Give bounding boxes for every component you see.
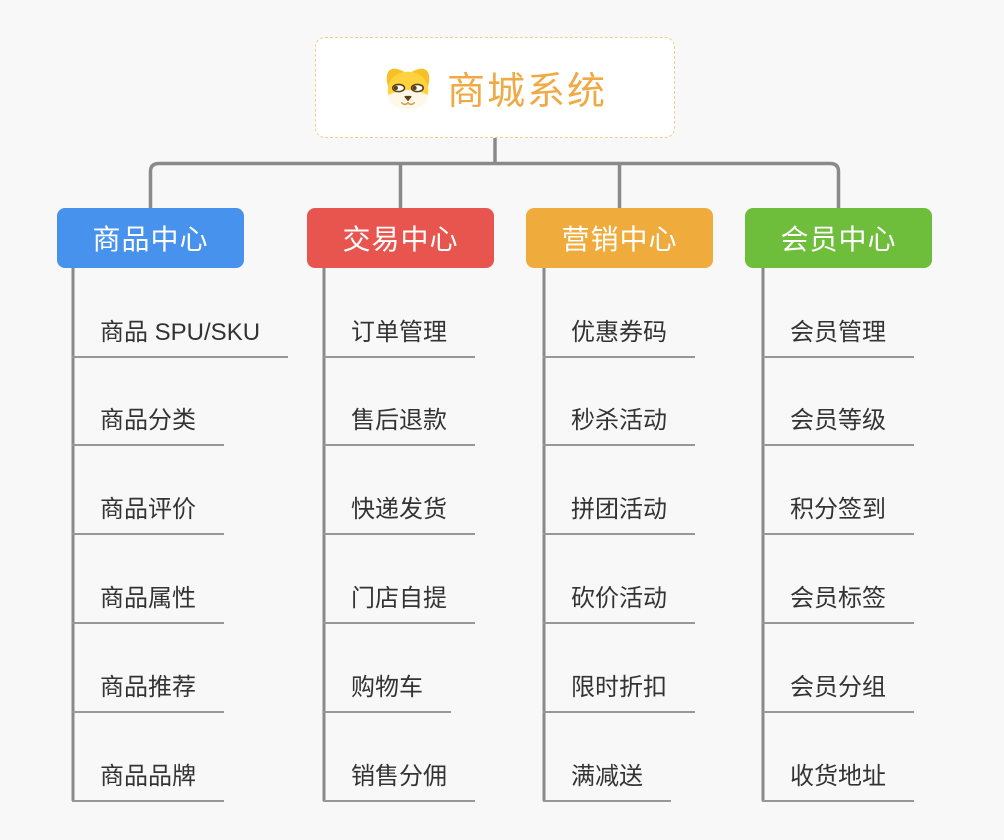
child-node[interactable]: 商品属性 <box>72 584 224 625</box>
child-node[interactable]: 积分签到 <box>762 495 914 536</box>
child-node[interactable]: 秒杀活动 <box>543 406 695 447</box>
child-node[interactable]: 售后退款 <box>323 406 475 447</box>
shiba-dog-icon <box>386 68 430 109</box>
child-node[interactable]: 拼团活动 <box>543 495 695 536</box>
child-node[interactable]: 商品分类 <box>72 406 224 447</box>
child-node[interactable]: 收货地址 <box>762 762 914 802</box>
child-node[interactable]: 商品推荐 <box>72 673 224 714</box>
child-node[interactable]: 购物车 <box>323 673 451 714</box>
branch-node[interactable]: 会员中心 <box>745 208 932 268</box>
child-node[interactable]: 快递发货 <box>323 495 475 536</box>
root-node[interactable]: 商城系统 <box>315 37 675 138</box>
child-node[interactable]: 销售分佣 <box>323 762 475 802</box>
child-node[interactable]: 商品评价 <box>72 495 224 536</box>
branch-node[interactable]: 营销中心 <box>526 208 713 268</box>
child-node[interactable]: 砍价活动 <box>543 584 695 625</box>
child-node[interactable]: 会员等级 <box>762 406 914 447</box>
child-node[interactable]: 门店自提 <box>323 584 475 625</box>
child-node[interactable]: 订单管理 <box>323 318 475 358</box>
child-node[interactable]: 会员分组 <box>762 673 914 714</box>
child-node[interactable]: 商品品牌 <box>72 762 224 802</box>
child-node[interactable]: 会员管理 <box>762 318 914 358</box>
root-title: 商城系统 <box>446 71 607 113</box>
child-node[interactable]: 满减送 <box>543 762 671 802</box>
branch-node[interactable]: 商品中心 <box>57 208 244 268</box>
branch-node[interactable]: 交易中心 <box>307 208 494 268</box>
child-node[interactable]: 优惠券码 <box>543 318 695 358</box>
child-node[interactable]: 商品 SPU/SKU <box>72 318 289 358</box>
child-node[interactable]: 限时折扣 <box>543 673 695 714</box>
child-node[interactable]: 会员标签 <box>762 584 914 625</box>
